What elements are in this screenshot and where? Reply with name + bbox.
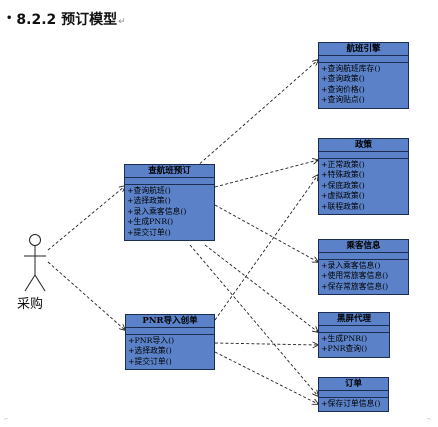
class-attributes bbox=[125, 178, 214, 185]
actor-figure bbox=[24, 234, 46, 292]
operation: +生成PNR() bbox=[127, 217, 174, 227]
operation: +保存订单信息() bbox=[321, 399, 381, 408]
operation: +使用常旅客信息() bbox=[321, 271, 389, 281]
class-attributes bbox=[319, 152, 408, 159]
class-name: 乘客信息 bbox=[319, 240, 408, 253]
operation: +查询航班库存() bbox=[321, 64, 381, 73]
operation: +生成PNR() bbox=[321, 334, 368, 343]
class-pnr-import[interactable]: PNR导入创单 +PNR导入() +选择政策() +提交订单() bbox=[125, 314, 215, 371]
class-blackscreen[interactable]: 黑屏代理 +生成PNR() +PNR查询() bbox=[318, 312, 390, 358]
operation: +选择政策() bbox=[128, 346, 172, 356]
operation: +保底政策() bbox=[321, 180, 365, 190]
class-name: 查航班预订 bbox=[125, 165, 214, 178]
class-operations: +PNR导入() +选择政策() +提交订单() bbox=[126, 335, 214, 369]
section-heading-text: 8.2.2 预订模型 bbox=[16, 12, 118, 28]
link-pnr-import-blackscreen bbox=[214, 343, 318, 345]
operation: +正常政策() bbox=[321, 160, 365, 169]
class-attributes bbox=[126, 328, 214, 335]
class-name: 政策 bbox=[319, 139, 408, 152]
class-operations: +正常政策() +特殊政策() +保底政策() +虚拟政策() +联程政策() bbox=[319, 159, 408, 214]
class-booking[interactable]: 查航班预订 +查询航班() +选择政策() +录入乘客信息() +生成PNR()… bbox=[124, 164, 215, 242]
class-name: PNR导入创单 bbox=[126, 315, 214, 328]
operation: +虚拟政策() bbox=[321, 191, 365, 201]
class-operations: +保存订单信息() bbox=[319, 398, 388, 411]
bullet-icon: • bbox=[6, 13, 13, 24]
operation: +查询航班() bbox=[127, 186, 171, 195]
class-policy[interactable]: 政策 +正常政策() +特殊政策() +保底政策() +虚拟政策() +联程政策… bbox=[318, 138, 409, 216]
operation: +查询贴点() bbox=[321, 95, 365, 105]
operation: +提交订单() bbox=[127, 227, 171, 237]
operation: +查询价格() bbox=[321, 84, 365, 94]
link-actor-pnr-import bbox=[47, 261, 125, 330]
class-passenger[interactable]: 乘客信息 +录入乘客信息() +使用常旅客信息() +保存常旅客信息() bbox=[318, 239, 409, 296]
class-operations: +查询航班库存() +查询政策() +查询价格() +查询贴点() bbox=[319, 63, 408, 108]
class-attributes bbox=[319, 56, 408, 63]
operation: +PNR导入() bbox=[128, 336, 175, 345]
class-name: 订单 bbox=[319, 378, 388, 391]
class-engine[interactable]: 航班引擎 +查询航班库存() +查询政策() +查询价格() +查询贴点() bbox=[318, 42, 409, 109]
corner-mark: ⌐ bbox=[4, 416, 10, 423]
class-operations: +录入乘客信息() +使用常旅客信息() +保存常旅客信息() bbox=[319, 260, 408, 294]
class-attributes bbox=[319, 253, 408, 260]
link-booking-engine bbox=[195, 60, 318, 168]
link-pnr-import-policy bbox=[214, 175, 318, 321]
link-booking-order bbox=[189, 244, 318, 396]
section-title: •8.2.2 预订模型↵ bbox=[6, 9, 126, 29]
operation: +特殊政策() bbox=[321, 170, 365, 180]
operation: +录入乘客信息() bbox=[321, 261, 381, 270]
link-booking-passenger bbox=[214, 204, 318, 262]
class-name: 航班引擎 bbox=[319, 43, 408, 56]
link-booking-policy bbox=[214, 160, 318, 188]
actor-label: 采购 bbox=[17, 297, 44, 312]
operation: +PNR查询() bbox=[321, 344, 368, 354]
class-attributes bbox=[319, 391, 388, 398]
class-name: 黑屏代理 bbox=[319, 313, 389, 326]
class-operations: +生成PNR() +PNR查询() bbox=[319, 333, 389, 357]
class-operations: +查询航班() +选择政策() +录入乘客信息() +生成PNR() +提交订单… bbox=[125, 185, 214, 240]
link-pnr-import-order bbox=[214, 351, 318, 404]
corner-mark: ¬ bbox=[426, 416, 432, 423]
class-attributes bbox=[319, 326, 389, 333]
operation: +保存常旅客信息() bbox=[321, 281, 389, 291]
operation: +联程政策() bbox=[321, 201, 365, 211]
link-actor-booking bbox=[47, 186, 125, 251]
operation: +录入乘客信息() bbox=[127, 206, 187, 216]
link-booking-blackscreen bbox=[204, 244, 318, 332]
class-order[interactable]: 订单 +保存订单信息() bbox=[318, 377, 389, 413]
paragraph-mark-icon: ↵ bbox=[118, 17, 126, 27]
operation: +查询政策() bbox=[321, 74, 365, 84]
operation: +选择政策() bbox=[127, 196, 171, 206]
operation: +提交订单() bbox=[128, 356, 172, 366]
